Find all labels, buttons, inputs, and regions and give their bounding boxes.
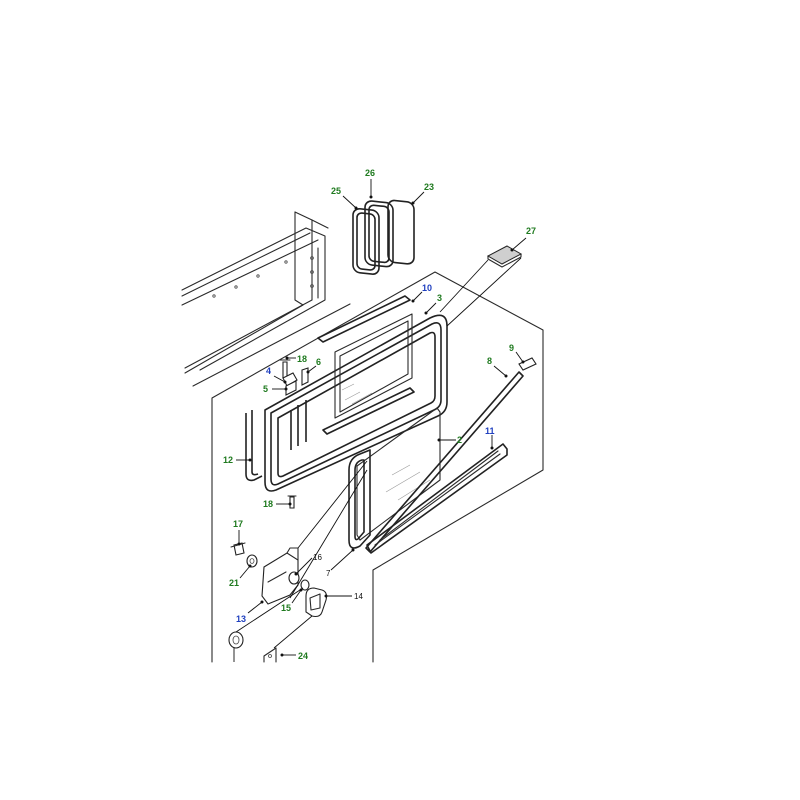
channel-10	[317, 295, 415, 435]
callout-12: 12	[223, 455, 233, 465]
channel-11	[366, 443, 508, 554]
callout-8: 8	[487, 356, 492, 366]
frame-7	[348, 449, 371, 549]
callout-18b: 18	[263, 499, 273, 509]
callout-10: 10	[422, 283, 432, 293]
seal-25-26-23	[352, 199, 415, 275]
callout-17: 17	[233, 519, 243, 529]
callout-26: 26	[365, 168, 375, 178]
runner-8	[365, 371, 524, 553]
callout-4: 4	[266, 366, 271, 376]
callout-6: 6	[316, 357, 321, 367]
callout-9: 9	[509, 343, 514, 353]
side-panel-outline	[211, 271, 544, 663]
callout-16: 16	[313, 553, 322, 562]
callout-18a: 18	[297, 354, 307, 364]
callout-13: 13	[236, 614, 246, 624]
callout-23: 23	[424, 182, 434, 192]
callout-labels: 26 25 23 27 10 3 18 6 4 5 9 8 2 11 12 18…	[223, 168, 536, 661]
small-parts-upper	[279, 359, 309, 450]
body-panel	[181, 211, 351, 387]
callout-14: 14	[354, 592, 363, 601]
window-frame-3	[264, 313, 448, 492]
callout-2: 2	[457, 435, 462, 445]
callout-27: 27	[526, 226, 536, 236]
callout-3: 3	[437, 293, 442, 303]
callout-25: 25	[331, 186, 341, 196]
pad-27	[486, 245, 523, 268]
clip-9	[518, 357, 537, 371]
callout-11: 11	[485, 426, 495, 436]
latch-assembly	[228, 495, 328, 663]
leader-lines	[233, 179, 527, 662]
seal-12	[245, 410, 263, 482]
callout-24: 24	[298, 651, 308, 661]
callout-15: 15	[281, 603, 291, 613]
callout-5: 5	[263, 384, 268, 394]
callout-21: 21	[229, 578, 239, 588]
callout-7: 7	[326, 569, 331, 578]
